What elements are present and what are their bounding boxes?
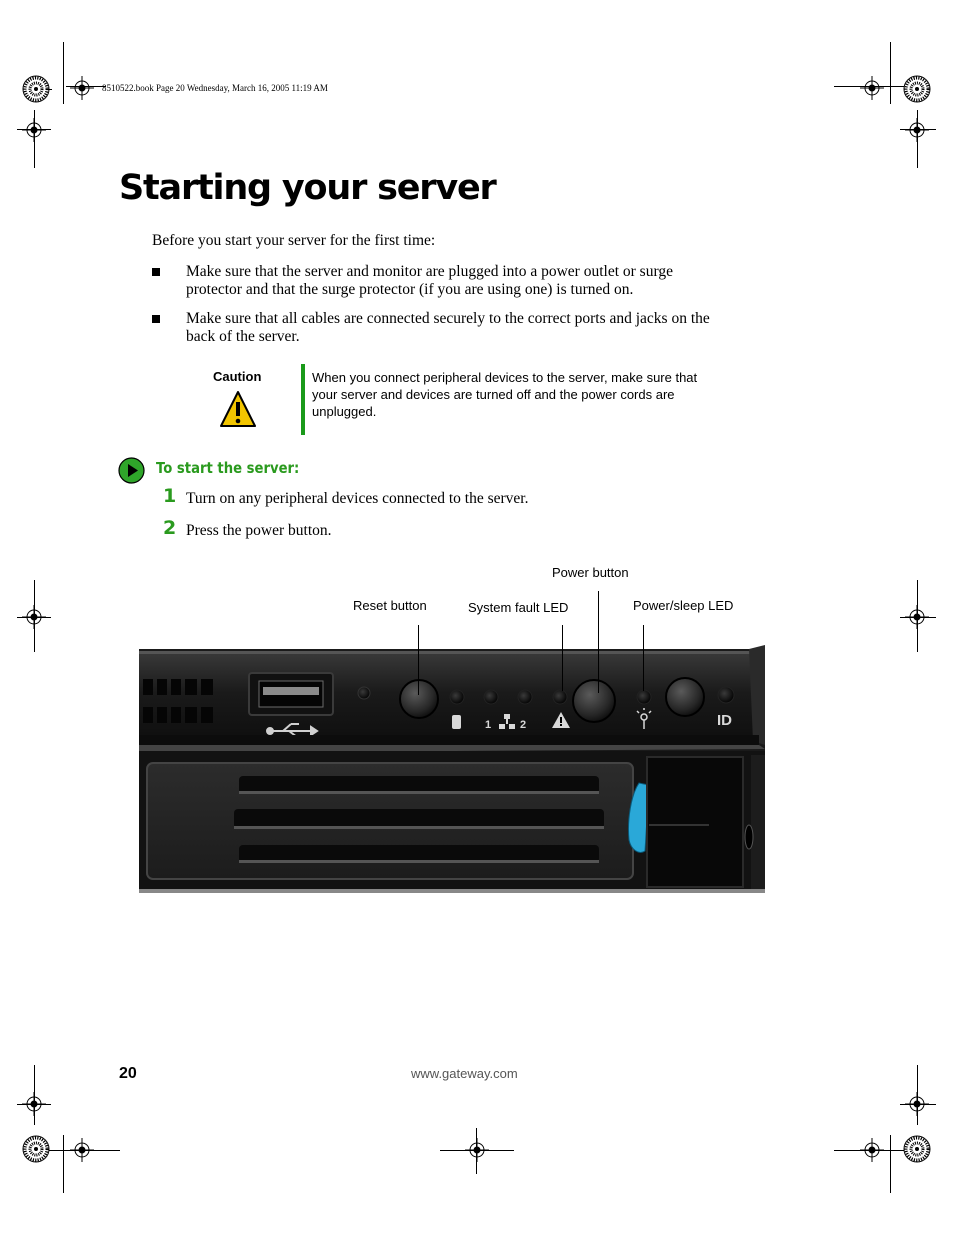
bullet-2-line-1: Make sure that all cables are connected … — [186, 310, 710, 327]
registration-mark-icon — [902, 1134, 932, 1164]
caution-line-2: your server and devices are turned off a… — [312, 387, 675, 402]
registration-mark-icon — [859, 75, 885, 101]
caution-label: Caution — [213, 369, 262, 384]
print-header: 8510522.book Page 20 Wednesday, March 16… — [102, 83, 328, 93]
nic2-label: 2 — [520, 719, 526, 731]
callout-line-reset — [418, 625, 419, 695]
bullet-icon — [152, 268, 160, 276]
footer-url[interactable]: www.gateway.com — [411, 1066, 518, 1081]
registration-mark-icon — [69, 75, 95, 101]
green-arrow-icon — [118, 457, 145, 484]
callout-line-sleep — [643, 625, 644, 691]
callout-reset-button: Reset button — [353, 598, 427, 613]
bullet-item-2: Make sure that all cables are connected … — [186, 310, 710, 346]
network-icon — [499, 714, 515, 729]
registration-mark-icon — [464, 1137, 490, 1163]
page-title: Starting your server — [119, 168, 497, 208]
step-number: 1 — [163, 485, 177, 507]
registration-mark-icon — [21, 1134, 51, 1164]
warning-icon — [552, 712, 570, 728]
bullet-1-line-2: protector and that the surge protector (… — [186, 281, 634, 298]
caution-line-1: When you connect peripheral devices to t… — [312, 370, 698, 385]
caution-divider — [301, 364, 305, 435]
callout-line-power — [598, 591, 599, 693]
id-label: ID — [717, 712, 732, 729]
bullet-icon — [152, 315, 160, 323]
server-front-panel-image: 1 2 ID — [139, 645, 765, 893]
bullet-2-line-2: back of the server. — [186, 328, 300, 345]
registration-mark-icon — [69, 1137, 95, 1163]
hdd-icon — [452, 715, 461, 729]
page-number: 20 — [119, 1065, 137, 1082]
caution-line-3: unplugged. — [312, 404, 377, 419]
bullet-item-1: Make sure that the server and monitor ar… — [186, 263, 673, 299]
step-number: 2 — [163, 517, 177, 539]
procedure-title: To start the server: — [156, 459, 300, 477]
registration-mark-icon — [21, 604, 47, 630]
registration-mark-icon — [21, 117, 47, 143]
registration-mark-icon — [904, 604, 930, 630]
callout-power-sleep-led: Power/sleep LED — [633, 598, 734, 613]
nic1-label: 1 — [485, 719, 491, 731]
callout-power-button: Power button — [552, 565, 629, 580]
step-text: Press the power button. — [186, 522, 332, 539]
registration-mark-icon — [21, 1091, 47, 1117]
registration-mark-icon — [859, 1137, 885, 1163]
registration-mark-icon — [904, 1091, 930, 1117]
intro-text: Before you start your server for the fir… — [152, 232, 436, 249]
caution-text: When you connect peripheral devices to t… — [312, 369, 697, 420]
registration-mark-icon — [21, 74, 51, 104]
bullet-1-line-1: Make sure that the server and monitor ar… — [186, 263, 673, 280]
registration-mark-icon — [902, 74, 932, 104]
callout-system-fault-led: System fault LED — [468, 600, 569, 615]
registration-mark-icon — [904, 117, 930, 143]
power-sleep-icon — [636, 708, 652, 729]
step-text: Turn on any peripheral devices connected… — [186, 490, 529, 507]
caution-triangle-icon — [220, 391, 256, 427]
callout-line-fault — [562, 625, 563, 691]
